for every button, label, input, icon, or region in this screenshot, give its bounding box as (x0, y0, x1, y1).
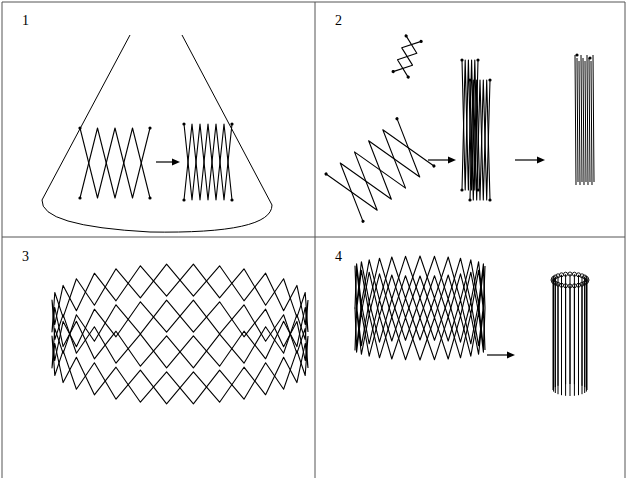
strut-end (564, 272, 568, 276)
strut-end (460, 188, 463, 191)
strut-end (78, 196, 81, 199)
cylinder-strut (558, 276, 559, 386)
cylinder-strut (582, 276, 583, 386)
stent-strut (80, 128, 150, 198)
strut-end (182, 122, 185, 125)
bundle-strut (589, 58, 590, 182)
grid-line (2, 2, 625, 3)
cylinder-strut (578, 275, 579, 385)
strut-end (230, 122, 233, 125)
bundle-strut (577, 58, 578, 182)
stent-strut (80, 128, 150, 198)
cylinder-strut (553, 278, 554, 388)
bundle-strut (581, 55, 582, 182)
strut-end (584, 276, 588, 280)
bundle-strut (579, 61, 580, 185)
stent-strut (326, 119, 434, 222)
stent-ring (52, 300, 308, 404)
arrow-shaft (487, 354, 509, 355)
bundle-strut (593, 55, 594, 182)
strut-end (476, 58, 479, 61)
strut-end (230, 198, 233, 201)
arrow-head (448, 157, 456, 164)
strut-end (182, 198, 185, 201)
strut-end (78, 126, 81, 129)
compressed-bundle (575, 53, 594, 185)
panel-number: 3 (22, 250, 29, 264)
cone-outline (42, 35, 272, 232)
stent-strut (393, 36, 421, 77)
stent-ring (355, 298, 485, 360)
strut-end (488, 198, 491, 201)
panel-number: 4 (335, 250, 342, 264)
strut-end (568, 272, 572, 276)
cylinder-strut (586, 278, 587, 388)
cylinder-strut (555, 277, 556, 387)
strut-end (432, 164, 436, 168)
grid-line (315, 2, 316, 478)
stent-strut (184, 124, 232, 200)
grid-line (2, 237, 625, 238)
strut-end (468, 198, 471, 201)
arrow-head (172, 159, 180, 166)
strut-end (361, 219, 365, 223)
strut-end (324, 172, 328, 176)
folding-stent (324, 116, 436, 223)
cylinder-strut (570, 274, 571, 384)
strut-end (572, 272, 576, 276)
arrow-shaft (156, 161, 174, 162)
arrow-shaft (515, 159, 539, 160)
bundle-strut (587, 55, 588, 185)
cone-base (42, 200, 272, 232)
cylinder-strut (565, 274, 566, 384)
panel-number: 2 (335, 14, 342, 28)
stent-ring (355, 256, 485, 318)
strut-end (395, 116, 399, 120)
bundle-strut (591, 61, 592, 185)
stent-strut (393, 36, 421, 77)
compressed-cylinder (551, 272, 589, 396)
strut-end (575, 53, 578, 56)
stent-strut (470, 80, 490, 200)
stent-ring (355, 256, 485, 318)
arrow-head (537, 157, 545, 164)
strut-end (404, 34, 408, 38)
bundle-strut (583, 58, 584, 185)
cylinder-strut (574, 274, 575, 384)
bundle-strut (575, 55, 576, 185)
strut-end (406, 75, 410, 79)
strut-end (391, 70, 395, 74)
folding-stent-end (391, 34, 423, 79)
stent-strut (184, 124, 232, 200)
arrow-head (507, 352, 515, 359)
strut-end (460, 58, 463, 61)
stent-strut (470, 80, 490, 200)
strut-end (419, 39, 423, 43)
cone-side (182, 35, 272, 205)
stent-strut (326, 119, 434, 222)
stent-ring (52, 300, 308, 404)
stent-ring (355, 298, 485, 360)
panel-number: 1 (22, 14, 29, 28)
strut-end (148, 126, 151, 129)
arrow-shaft (428, 159, 450, 160)
strut-end (468, 78, 471, 81)
strut-end (560, 273, 564, 277)
bundle-strut (585, 61, 586, 182)
strut-end (588, 56, 591, 59)
grid-line (2, 2, 3, 478)
cylinder-strut (561, 275, 562, 385)
grid-line (625, 2, 626, 478)
cylinder-strut (584, 277, 585, 387)
strut-end (148, 196, 151, 199)
strut-end (488, 78, 491, 81)
